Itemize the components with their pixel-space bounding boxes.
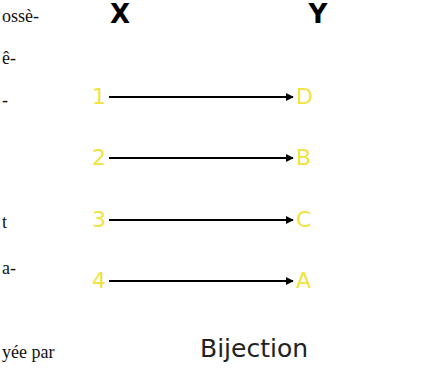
page-text-fragment: - xyxy=(2,90,8,110)
page-text-fragment: a- xyxy=(2,258,16,278)
element-label: 1 xyxy=(92,84,106,110)
element-label: 3 xyxy=(92,207,106,233)
page-text-fragment: t xyxy=(2,212,7,232)
element-label: C xyxy=(296,207,311,233)
set-element: A xyxy=(296,268,311,294)
page-text-fragment: yée par xyxy=(2,342,54,362)
set-element: 2 xyxy=(92,145,106,171)
page-text-fragment: ê- xyxy=(2,48,16,68)
ellipse-shape xyxy=(52,30,188,336)
set-name: X xyxy=(52,0,188,28)
set-element: 4 xyxy=(92,268,106,294)
caption: Bijection xyxy=(200,334,308,364)
set-name: Y xyxy=(250,0,386,28)
mapping-arrow xyxy=(109,96,293,98)
page-text-fragment: ossè- xyxy=(2,6,39,26)
element-label: 2 xyxy=(92,145,106,171)
set-element: 1 xyxy=(92,84,106,110)
set-ellipse: X 1 2 3 4 xyxy=(52,0,188,336)
set-ellipse: Y D B C A xyxy=(250,0,386,336)
set-element: 3 xyxy=(92,207,106,233)
element-label: A xyxy=(296,268,311,294)
set-element: D xyxy=(296,84,313,110)
ellipse-shape xyxy=(250,30,386,336)
mapping-arrow xyxy=(109,219,293,221)
element-label: D xyxy=(296,84,313,110)
set-element: C xyxy=(296,207,311,233)
mapping-arrow xyxy=(109,280,293,282)
mapping-arrow xyxy=(109,157,293,159)
set-element: B xyxy=(296,145,311,171)
element-label: B xyxy=(296,145,311,171)
element-label: 4 xyxy=(92,268,106,294)
